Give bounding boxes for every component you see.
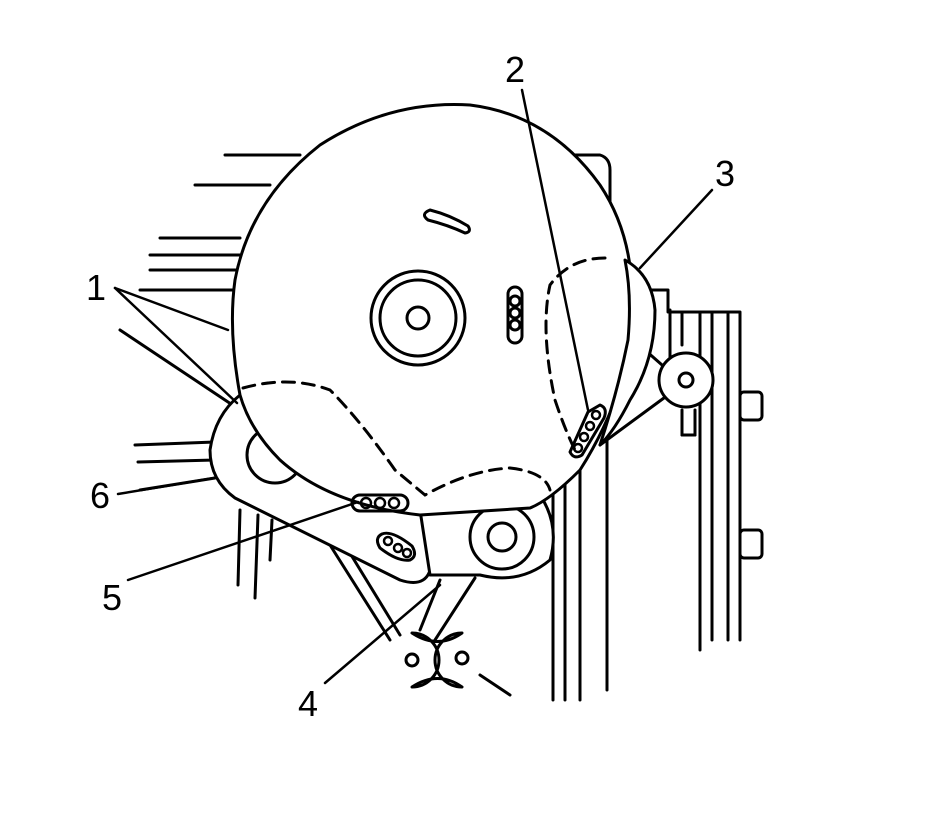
side-rail	[638, 288, 764, 652]
leader-line-1a	[113, 286, 230, 332]
rail-bolt	[738, 528, 764, 560]
leader-line-3	[638, 188, 714, 270]
leader-line-4	[323, 583, 442, 685]
leader-lines	[113, 88, 714, 685]
callout-4: 4	[298, 683, 318, 724]
mounting-slot-group-lower	[375, 531, 417, 562]
leader-line-2	[520, 88, 590, 412]
callout-3: 3	[715, 153, 735, 194]
mounting-bracket	[551, 153, 672, 702]
callout-labels: 1 2 3 4 5 6	[86, 49, 735, 724]
callout-6: 6	[90, 475, 110, 516]
drive-belts	[118, 153, 672, 697]
rail-bolt	[738, 390, 764, 422]
idler-pulleys	[404, 631, 470, 689]
callout-2: 2	[505, 49, 525, 90]
leader-line-1b	[113, 286, 239, 405]
leader-line-5	[126, 500, 360, 582]
compressor-body	[230, 103, 657, 517]
callout-5: 5	[102, 577, 122, 618]
bottom-mount-bracket	[418, 493, 555, 580]
leader-line-6	[116, 476, 216, 496]
callout-1: 1	[86, 267, 106, 308]
tensioner-pulley	[657, 351, 715, 409]
hidden-mount-outlines	[241, 256, 607, 497]
mounting-slot-group-2	[568, 403, 607, 459]
